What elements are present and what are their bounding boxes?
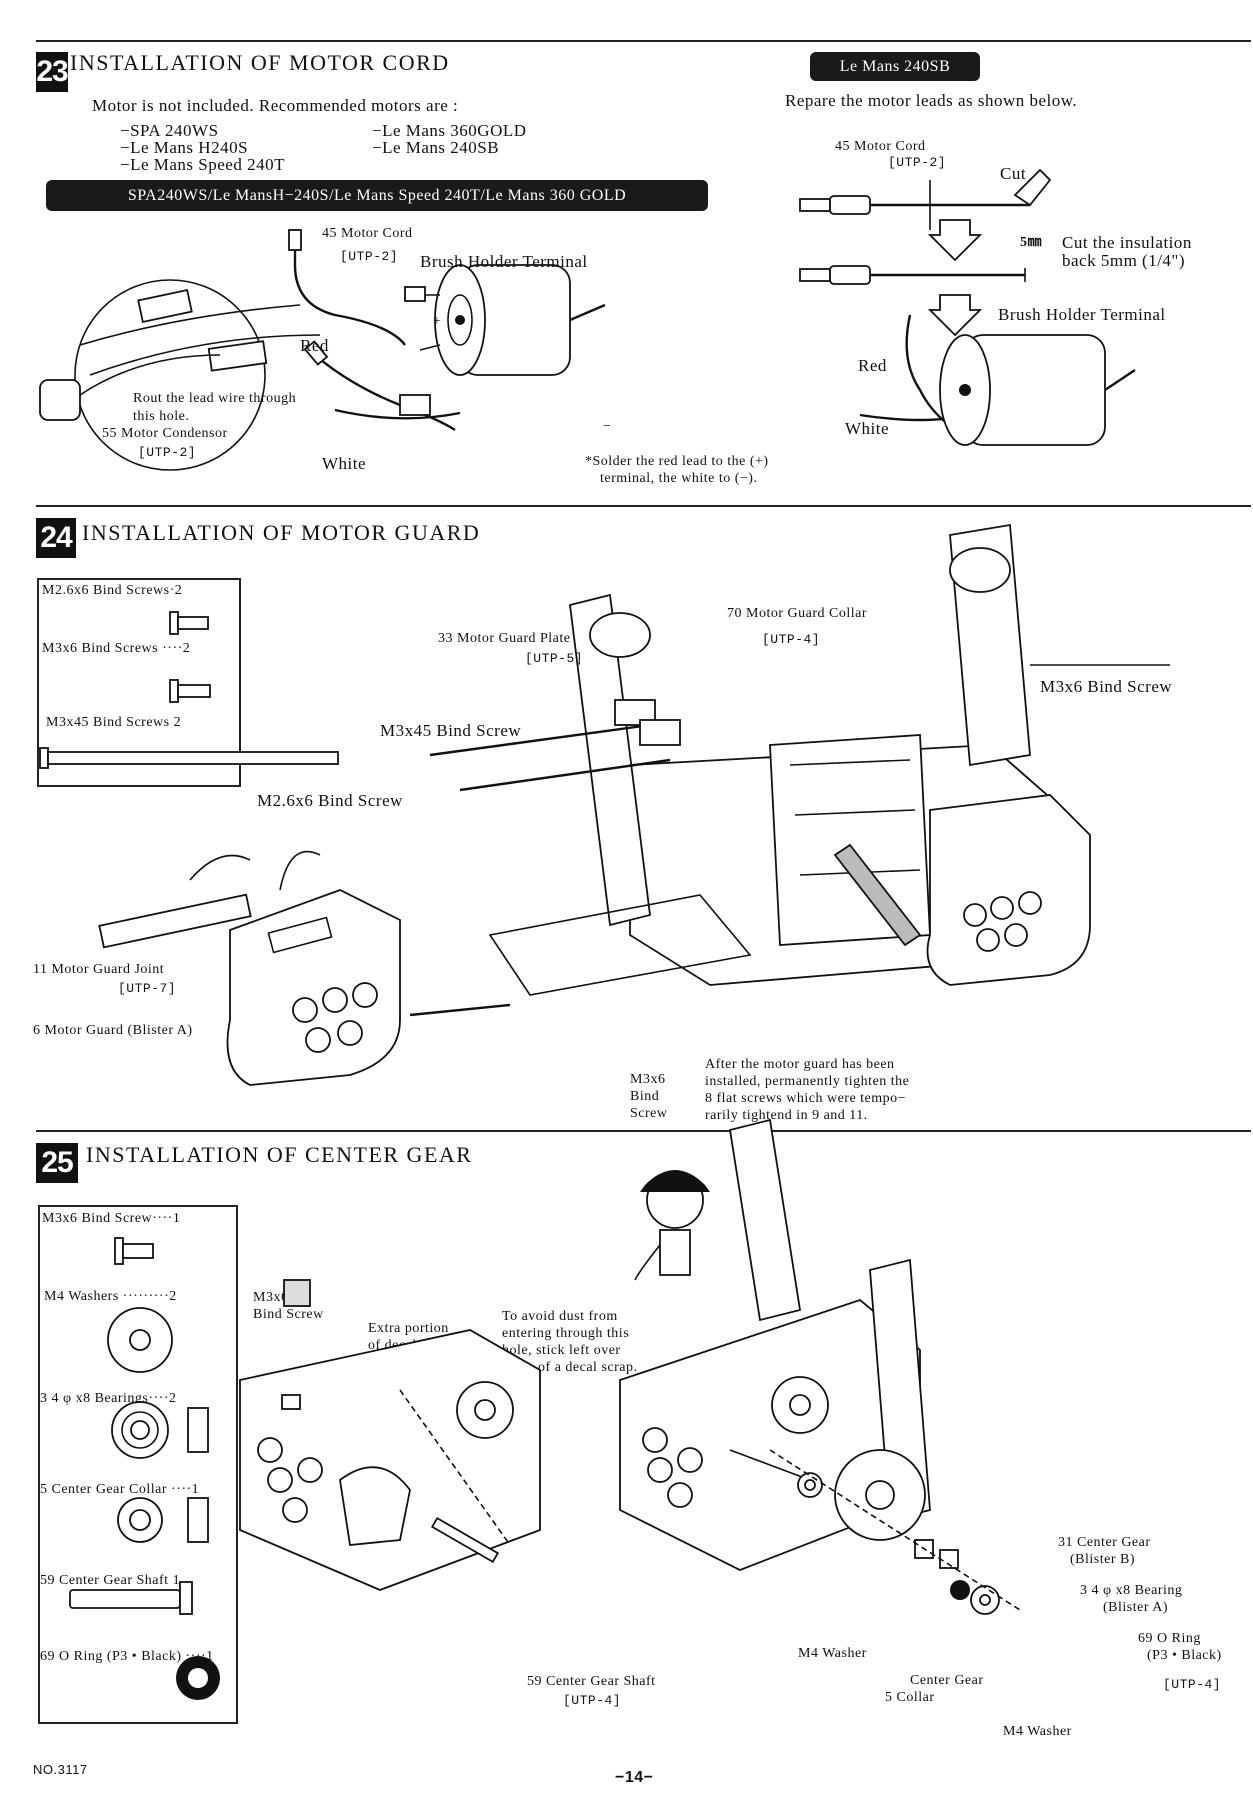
o-ring-label: (P3 • Black) [1147,1648,1222,1663]
model-number: NO.3117 [33,1762,88,1777]
bearing-label: 3 4 φ x8 Bearing [1080,1583,1183,1598]
motor-cord-diagram [39,229,606,471]
parts-box-24 [37,578,241,787]
motor-option: −Le Mans Speed 240T [120,155,285,174]
cut-label: Cut [1000,164,1027,183]
after-note: rarily tightend in 9 and 11. [705,1108,868,1123]
motor-cord-bag: [UTP-2] [340,249,399,264]
m26-screw-label: M2.6x6 Bind Screw [257,791,403,810]
part-label: 5 Center Gear Collar ····1 [40,1482,200,1497]
motor-guard-diagram [98,850,401,1086]
center-gear-label: 31 Center Gear [1058,1535,1151,1550]
motor-guard-collar-bag: [UTP-4] [762,632,821,647]
motor-guard-collar-label: 70 Motor Guard Collar [727,606,867,621]
rout-note: Rout the lead wire through this hole. [133,391,297,424]
chassis-motor-guard-drawing [409,523,1170,1017]
m3x6-bottom-label: Screw [630,1106,668,1121]
section-23-number: 23 [36,52,69,92]
m3x6-label-25: M3x6 [253,1290,289,1305]
m3x6-label-25: Bind Screw [253,1307,324,1322]
part-label: M2.6x6 Bind Screws·2 [42,583,183,598]
after-note: 8 flat screws which were tempo− [705,1091,907,1106]
solder-note-1: *Solder the red lead to the (+) [585,454,769,469]
bearing-label: (Blister A) [1103,1600,1168,1615]
red-wire-label: Red [300,336,329,355]
motor-type-bar: SPA240WS/Le MansH−240S/Le Mans Speed 240… [46,180,708,211]
part-label: M3x6 Bind Screws ····2 [42,641,191,656]
dust-note: hole, stick left over [502,1343,621,1358]
motor-condensor-label: 55 Motor Condensor [102,426,228,441]
section-divider [36,505,1251,507]
motor-option: −Le Mans H240S [120,138,249,157]
white-wire-label: White [322,454,367,473]
extra-decal-label: Extra portion [368,1321,449,1336]
part-label: M4 Washers ·········2 [44,1289,177,1304]
section-23-title: INSTALLATION OF MOTOR CORD [70,50,450,75]
center-gear-diagram [239,1118,1021,1615]
top-rule [36,40,1251,42]
motor-option: −Le Mans 360GOLD [372,121,527,140]
solder-note-2: terminal, the white to (−). [600,471,758,486]
center-gear-shaft-bag: [UTP-4] [563,1693,622,1708]
center-gear-shaft-label: 59 Center Gear Shaft [527,1674,656,1689]
right-white-label: White [845,419,890,438]
section-24-number: 24 [36,518,76,558]
center-gear-collar-label: Center Gear [910,1673,984,1688]
plus-label: + [433,314,442,329]
section-25-number: 25 [36,1143,78,1183]
motor-guard-plate-label: 33 Motor Guard Plate [438,631,571,646]
after-note: installed, permanently tighten the [705,1074,910,1089]
part-label: M3x45 Bind Screws 2 [46,715,182,730]
after-note: After the motor guard has been [705,1057,895,1072]
section-24-title: INSTALLATION OF MOTOR GUARD [82,520,481,545]
motor-cord-label: 45 Motor Cord [322,226,413,241]
utp4-label: [UTP-4] [1163,1677,1222,1692]
le-mans-240sb-bar: Le Mans 240SB [810,52,980,81]
dust-note: entering through this [502,1326,630,1341]
motor-guard-plate-bag: [UTP-5] [525,651,584,666]
motor-condensor-bag: [UTP-2] [138,445,197,460]
five-mm-label: 5㎜ [1020,235,1042,250]
brush-holder-label: Brush Holder Terminal [420,252,588,271]
motor-guard-label: 6 Motor Guard (Blister A) [33,1023,193,1038]
m3x6-bottom-label: M3x6 [630,1072,666,1087]
part-label: 59 Center Gear Shaft 1 [40,1573,181,1588]
center-gear-label: (Blister B) [1070,1552,1135,1567]
parts-screws [39,611,339,769]
minus-label: − [603,419,612,434]
m3x6-bottom-label: Bind [630,1089,660,1104]
right-motor-cord-label: 45 Motor Cord [835,139,926,154]
right-brush-label: Brush Holder Terminal [998,305,1166,324]
right-red-label: Red [858,356,887,375]
m3x6-screw-label: M3x6 Bind Screw [1040,677,1173,696]
m4-washer-label: M4 Washer [798,1646,867,1661]
intro-text: Motor is not included. Recommended motor… [92,96,459,115]
right-motor-cord-bag: [UTP-2] [888,155,947,170]
parts-drawings-25 [69,1237,220,1700]
motor-option: −SPA 240WS [120,121,219,140]
o-ring-label: 69 O Ring [1138,1631,1201,1646]
page-number: −14− [615,1769,654,1786]
lead-prep-diagram [799,168,1136,447]
repare-text: Repare the motor leads as shown below. [785,91,1078,110]
parts-box-25 [38,1205,238,1724]
motor-guard-joint-label: 11 Motor Guard Joint [33,962,165,977]
dust-note: To avoid dust from [502,1309,618,1324]
cut-insulation-1: Cut the insulation [1062,233,1192,252]
motor-option: −Le Mans 240SB [372,138,500,157]
cut-insulation-2: back 5mm (1/4") [1062,251,1186,270]
part-label: M3x6 Bind Screw····1 [42,1211,181,1226]
m3x45-screw-label: M3x45 Bind Screw [380,721,522,740]
part-label: 3 4 φ x8 Bearings····2 [40,1391,177,1406]
motor-guard-joint-bag: [UTP-7] [118,981,177,996]
section-divider [36,1130,1251,1132]
center-gear-collar-label: 5 Collar [885,1690,935,1705]
section-25-title: INSTALLATION OF CENTER GEAR [86,1142,473,1167]
m4-washer-label: M4 Washer [1003,1724,1072,1739]
